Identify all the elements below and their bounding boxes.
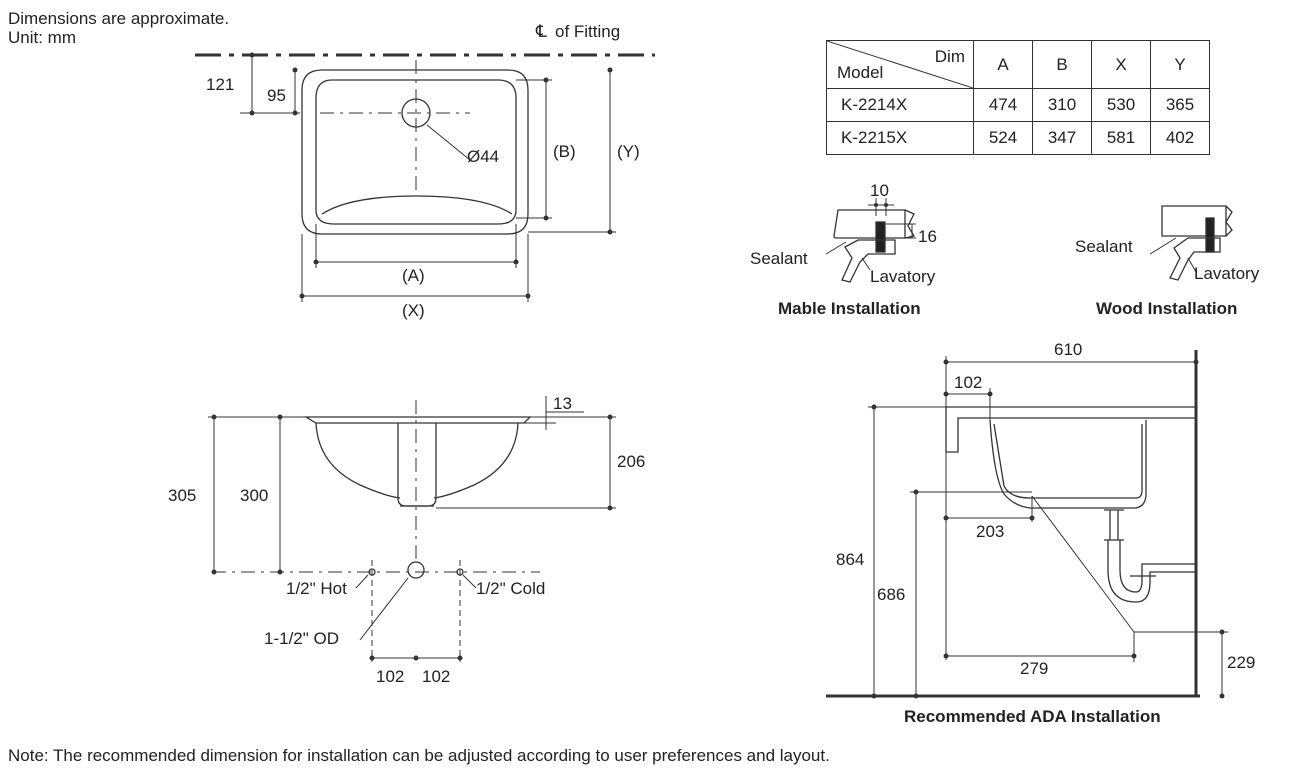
table-cell: 581	[1091, 121, 1151, 155]
dimension-table: Dim Model A B X Y K-2214X 474 310 530 36…	[826, 40, 1210, 155]
dim-102-right: 102	[422, 667, 451, 686]
wood-lavatory: Lavatory	[1194, 264, 1260, 283]
table-cell: 530	[1091, 88, 1151, 122]
centerline-label: of Fitting	[555, 22, 621, 41]
table-cell: 347	[1032, 121, 1092, 155]
ada-basin	[989, 419, 1147, 509]
dim-X: (X)	[402, 301, 425, 320]
dim-13: 13	[553, 394, 572, 413]
dim-95: 95	[267, 86, 286, 105]
wood-sealant: Sealant	[1075, 237, 1133, 256]
table-row: K-2214X 474 310 530 365	[826, 88, 1210, 122]
column-header: Y	[1150, 40, 1210, 89]
hot-label: 1/2" Hot	[286, 579, 347, 598]
table-cell: 474	[973, 88, 1033, 122]
basin-outer-rim	[301, 69, 529, 235]
dim-121: 121	[206, 75, 235, 94]
dim-A: (A)	[402, 266, 425, 285]
mable-caption: Mable Installation	[778, 299, 921, 318]
basin-side-profile	[303, 416, 532, 424]
ada-dim-229: 229	[1227, 653, 1256, 672]
mable-dim-16: 16	[918, 227, 937, 246]
centerline-symbol: ℄	[536, 22, 547, 41]
dim-Y: (Y)	[617, 142, 640, 161]
column-header: B	[1032, 40, 1092, 89]
ada-counter	[945, 406, 1196, 453]
ada-dim-102: 102	[954, 373, 983, 392]
mable-lavatory: Lavatory	[870, 267, 936, 286]
dim-206: 206	[617, 452, 646, 471]
table-cell: 524	[973, 121, 1033, 155]
dim-300: 300	[240, 486, 269, 505]
wood-counter	[1161, 205, 1227, 237]
header-dim: Dim	[934, 47, 965, 66]
approx-note: Dimensions are approximate.	[8, 9, 230, 28]
ada-dim-279: 279	[1020, 659, 1049, 678]
cold-label: 1/2" Cold	[476, 579, 546, 598]
ada-dim-686: 686	[877, 585, 906, 604]
mable-lavatory	[841, 239, 896, 283]
mable-sealant: Sealant	[750, 249, 808, 268]
dim-hole: Ø44	[467, 147, 500, 166]
dim-B: (B)	[553, 142, 576, 161]
header-model: Model	[837, 63, 884, 82]
table-corner-header: Dim Model	[826, 40, 974, 89]
dim-102-left: 102	[376, 667, 405, 686]
table-cell: 365	[1150, 88, 1210, 122]
mable-dim-10: 10	[870, 181, 889, 200]
basin-inner-bowl	[315, 79, 517, 225]
wood-lavatory	[1169, 237, 1221, 281]
column-header: X	[1091, 40, 1151, 89]
model-cell: K-2215X	[826, 121, 974, 155]
table-header-row: Dim Model A B X Y	[826, 40, 1210, 89]
basin-front-curve	[321, 195, 513, 215]
ada-dim-203: 203	[976, 522, 1005, 541]
model-cell: K-2214X	[826, 88, 974, 122]
ada-dim-610: 610	[1054, 340, 1083, 359]
footer-note: Note: The recommended dimension for inst…	[8, 746, 830, 765]
od-label: 1-1/2" OD	[264, 629, 340, 648]
table-row: K-2215X 524 347 581 402	[826, 121, 1210, 155]
ada-trap	[1104, 509, 1196, 603]
dim-305: 305	[168, 486, 197, 505]
wood-caption: Wood Installation	[1096, 299, 1238, 318]
column-header: A	[973, 40, 1033, 89]
ada-dim-864: 864	[836, 550, 865, 569]
unit-label: Unit: mm	[8, 28, 76, 47]
table-cell: 402	[1150, 121, 1210, 155]
ada-caption: Recommended ADA Installation	[904, 707, 1161, 726]
drain-outlet	[407, 561, 425, 579]
table-cell: 310	[1032, 88, 1092, 122]
